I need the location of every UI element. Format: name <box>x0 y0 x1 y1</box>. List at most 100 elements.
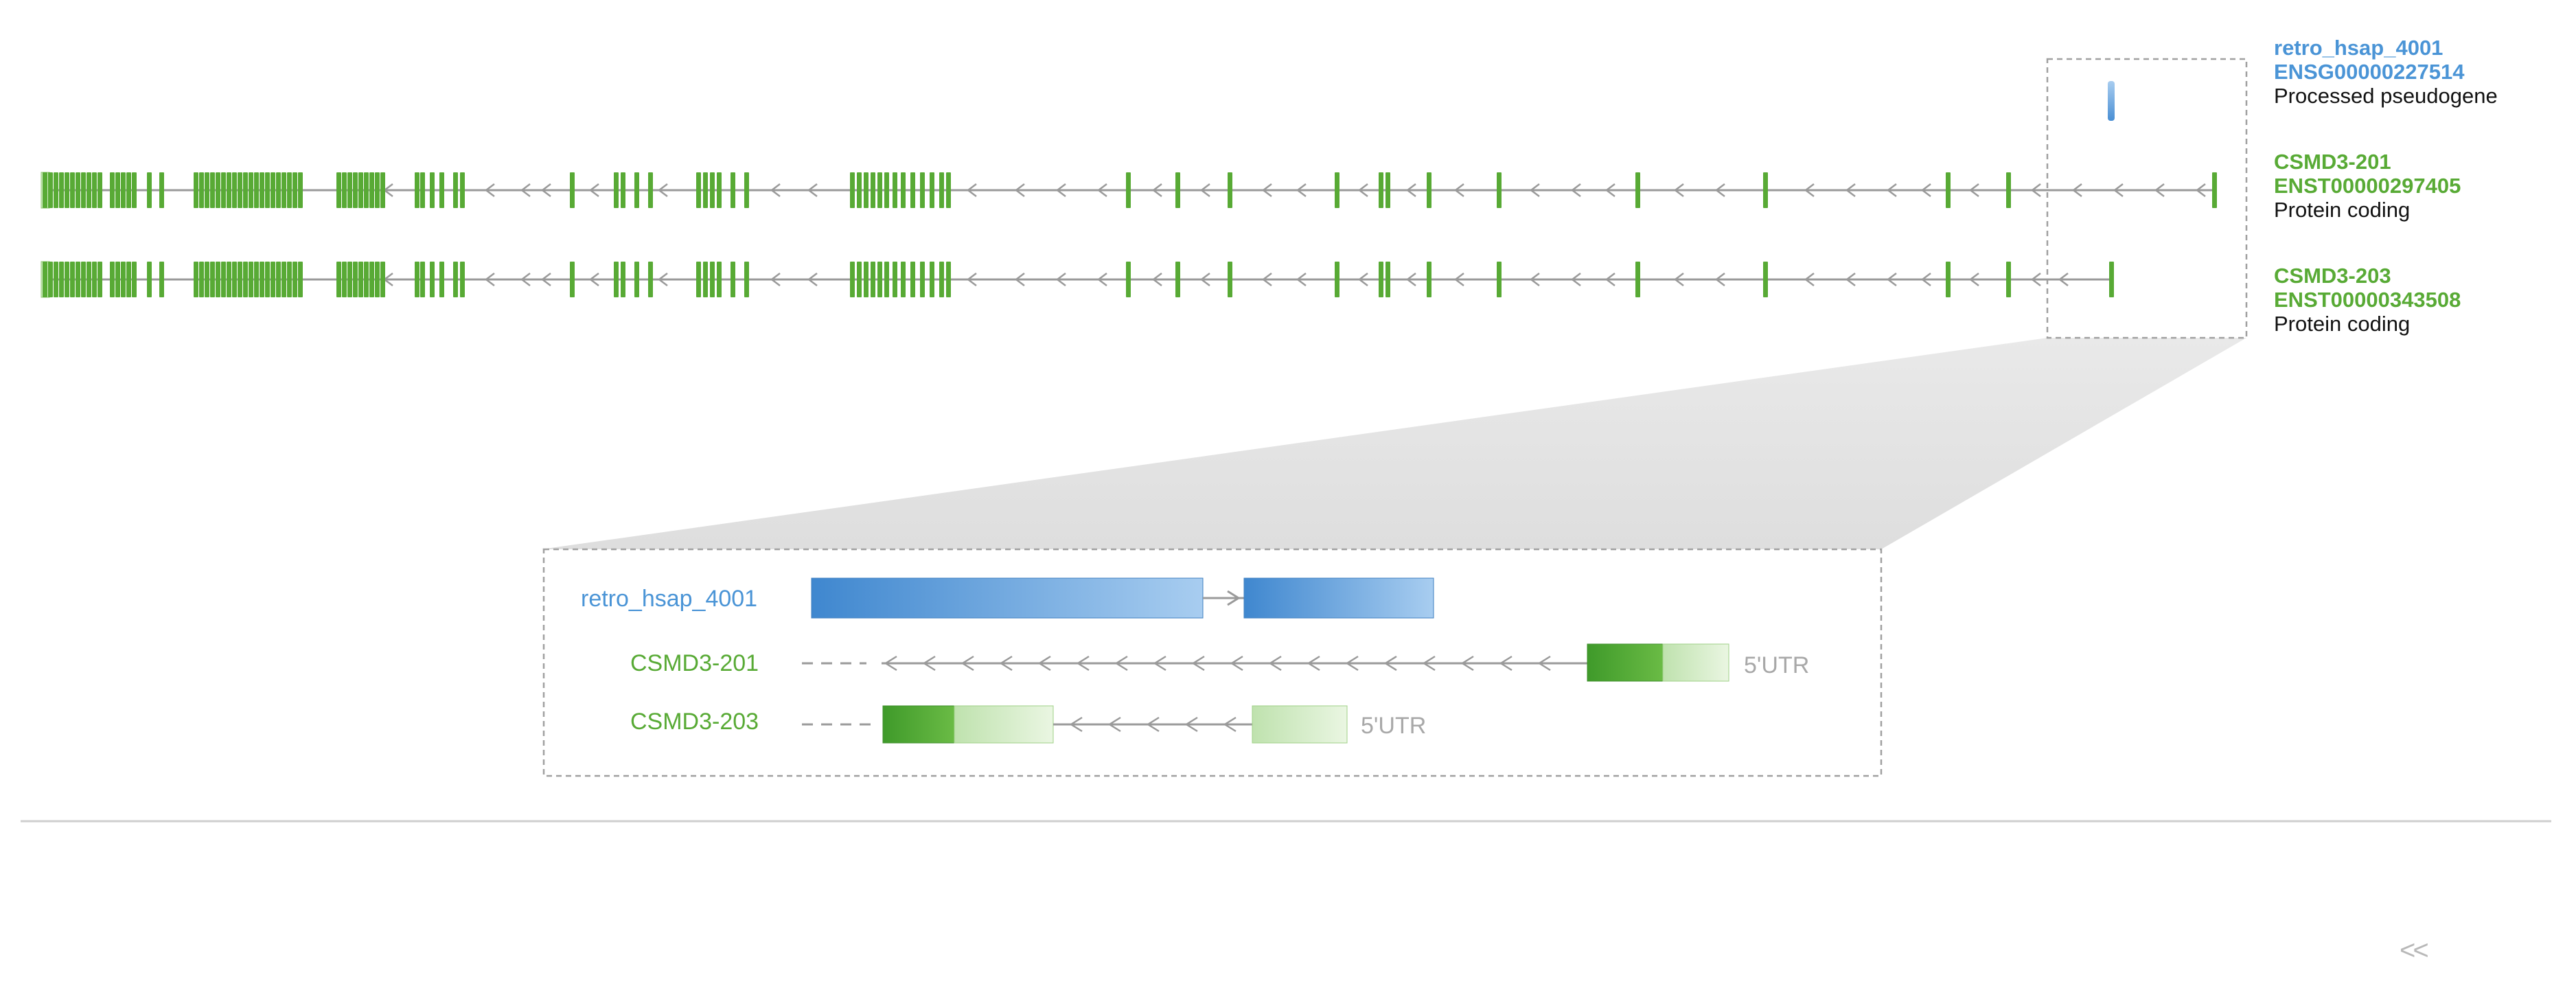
csmd3-201-exon <box>614 172 619 208</box>
csmd3-203-strand-arrow <box>1673 273 1684 286</box>
csmd3-201-exon <box>210 172 215 208</box>
csmd3-201-exon <box>281 172 286 208</box>
csmd3-203-exon <box>1335 262 1339 297</box>
zoom-201-strand-arrow <box>1499 655 1513 672</box>
csmd3-201-strand-arrow <box>770 183 781 197</box>
csmd3-203-exon <box>287 262 292 297</box>
csmd3-203-exon <box>380 262 385 297</box>
csmd3-201-exon <box>48 172 53 208</box>
csmd3-201-exon <box>930 172 934 208</box>
csmd3-201-exon <box>292 172 297 208</box>
zoom-201-strand-arrow <box>1422 655 1436 672</box>
csmd3-201-exon <box>364 172 369 208</box>
zoom-203-utr-exon-1 <box>954 705 1054 744</box>
csmd3-201-strand-arrow <box>1804 183 1815 197</box>
csmd3-203-strand-arrow <box>588 273 599 286</box>
zoom-201-strand-arrow <box>1191 655 1205 672</box>
csmd3-201-exon <box>336 172 341 208</box>
csmd3-203-strand-arrow <box>1296 273 1307 286</box>
csmd3-203-exon <box>420 262 425 297</box>
csmd3-201-exon <box>1126 172 1131 208</box>
zoom-203-coding-exon <box>882 705 955 744</box>
zoom-201-strand-arrow <box>1268 655 1282 672</box>
csmd3-201-exon <box>132 172 137 208</box>
csmd3-201-exon <box>76 172 80 208</box>
csmd3-203-exon <box>65 262 69 297</box>
csmd3-203-exon <box>87 262 91 297</box>
csmd3-203-exon <box>375 262 380 297</box>
csmd3-201-strand-arrow <box>807 183 818 197</box>
csmd3-201-exon <box>717 172 722 208</box>
zoom-201-strand-arrow <box>1383 655 1397 672</box>
csmd3-201-exon <box>430 172 435 208</box>
csmd3-203-exon <box>243 262 248 297</box>
csmd3-203-exon <box>199 262 204 297</box>
csmd3-201-exon <box>1763 172 1768 208</box>
csmd3-201-exon <box>2006 172 2011 208</box>
csmd3-201-strand-arrow <box>1920 183 1931 197</box>
csmd3-203-exon <box>205 262 209 297</box>
csmd3-203-exon <box>901 262 906 297</box>
csmd3-201-exon <box>121 172 126 208</box>
csmd3-201-exon <box>744 172 749 208</box>
zoom-201-strand-arrow <box>999 655 1013 672</box>
csmd3-203-exon <box>884 262 889 297</box>
csmd3-201-exon <box>439 172 444 208</box>
csmd3-203-strand-arrow <box>1968 273 1979 286</box>
csmd3-201-strand-arrow <box>588 183 599 197</box>
csmd3-203-exon <box>70 262 75 297</box>
zoom-203-strand-arrow <box>1223 716 1237 733</box>
csmd3-201-strand-arrow <box>657 183 668 197</box>
csmd3-203-exon <box>97 262 102 297</box>
zoom-201-strand-arrow <box>1230 655 1243 672</box>
csmd3-201-exon <box>696 172 701 208</box>
zoom-label-csmd3-203: CSMD3-203 <box>630 709 759 735</box>
csmd3-203-exon <box>115 262 120 297</box>
csmd3-203-exon <box>110 262 115 297</box>
csmd3-203-exon <box>76 262 80 297</box>
csmd3-203-strand-arrow <box>1886 273 1897 286</box>
csmd3-201-exon <box>110 172 115 208</box>
zoom-203-strand-arrow <box>1184 716 1198 733</box>
csmd3-201-exon <box>232 172 237 208</box>
csmd3-203-exon <box>292 262 297 297</box>
csmd3-203-exon <box>1763 262 1768 297</box>
csmd3-203-exon <box>1175 262 1180 297</box>
zoom-201-strand-arrow <box>1460 655 1474 672</box>
csmd3-203-strand-arrow <box>1804 273 1815 286</box>
zoom-label-csmd3-201: CSMD3-201 <box>630 650 759 676</box>
csmd3-201-exon <box>648 172 653 208</box>
csmd3-203-exon <box>710 262 715 297</box>
csmd3-203-exon <box>1228 262 1232 297</box>
zoom-201-coding-exon <box>1587 643 1664 682</box>
csmd3-201-strand-arrow <box>1199 183 1210 197</box>
csmd3-203-exon <box>221 262 226 297</box>
csmd3-203-exon <box>271 262 275 297</box>
csmd3-201-exon <box>850 172 855 208</box>
collapse-back-button[interactable]: << <box>2400 935 2429 965</box>
csmd3-201-exon <box>864 172 869 208</box>
csmd3-203-strand-arrow <box>1453 273 1464 286</box>
csmd3-203-exon <box>336 262 341 297</box>
csmd3-201-exon <box>1335 172 1339 208</box>
csmd3-201-exon <box>1175 172 1180 208</box>
csmd3-201-exon <box>1379 172 1383 208</box>
csmd3-203-exon <box>216 262 220 297</box>
csmd3-203-exon <box>260 262 264 297</box>
csmd3-203-exon <box>2006 262 2011 297</box>
csmd3-203-exon <box>347 262 352 297</box>
zoom-203-utr-exon-2 <box>1252 705 1348 744</box>
csmd3-201-exon <box>194 172 198 208</box>
csmd3-203-exon <box>126 262 131 297</box>
csmd3-203-exon <box>460 262 465 297</box>
csmd3-201-exon <box>877 172 882 208</box>
csmd3-203-exon <box>864 262 869 297</box>
csmd3-201-strand-arrow <box>1570 183 1581 197</box>
csmd3-203-exon <box>570 262 575 297</box>
csmd3-203-exon <box>1385 262 1390 297</box>
csmd3-203-exon <box>358 262 363 297</box>
csmd3-203-exon <box>92 262 97 297</box>
csmd3-203-exon <box>254 262 259 297</box>
csmd3-201-strand-arrow <box>1968 183 1979 197</box>
zoom-203-arrows <box>1069 716 1237 733</box>
